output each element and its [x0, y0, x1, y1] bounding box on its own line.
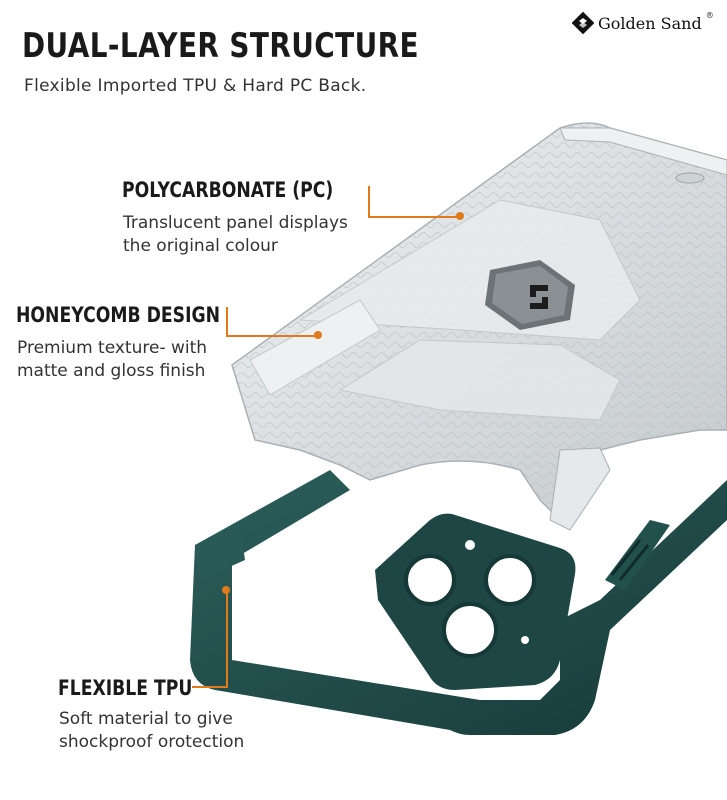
- feature-honeycomb-desc-line1: Premium texture- with: [17, 338, 208, 358]
- page-subtitle: Flexible Imported TPU & Hard PC Back.: [24, 76, 367, 96]
- feature-honeycomb-desc: Premium texture- with matte and gloss fi…: [17, 337, 277, 383]
- feature-tpu-heading: FLEXIBLE TPU: [58, 676, 193, 700]
- feature-honeycomb-leader-line: [226, 307, 320, 337]
- feature-pc-heading: POLYCARBONATE (PC): [122, 178, 334, 202]
- feature-pc-leader-line: [368, 186, 462, 218]
- golden-sand-logo-icon: [572, 12, 594, 34]
- feature-tpu-leader-line: [192, 590, 228, 688]
- feature-tpu-desc: Soft material to give shockproof orotect…: [59, 708, 319, 754]
- brand-name: Golden Sand: [598, 13, 702, 33]
- feature-tpu-desc-line2: shockproof orotection: [59, 732, 245, 752]
- pc-back-panel: [231, 122, 727, 531]
- feature-honeycomb-marker: [314, 331, 322, 339]
- feature-pc-desc-line2: the original colour: [123, 236, 278, 256]
- page-title: DUAL-LAYER STRUCTURE: [22, 26, 419, 66]
- feature-pc-desc-line1: Translucent panel displays: [123, 213, 348, 233]
- brand-logo: Golden Sand ®: [572, 10, 714, 34]
- feature-tpu-marker: [222, 586, 230, 594]
- feature-pc-desc: Translucent panel displays the original …: [123, 212, 383, 258]
- feature-pc-marker: [456, 212, 464, 220]
- tpu-bumper-frame: [190, 470, 727, 735]
- feature-honeycomb-desc-line2: matte and gloss finish: [17, 361, 206, 381]
- feature-honeycomb-heading: HONEYCOMB DESIGN: [16, 303, 221, 327]
- brand-registered-mark: ®: [705, 10, 714, 20]
- feature-tpu-desc-line1: Soft material to give: [59, 709, 233, 729]
